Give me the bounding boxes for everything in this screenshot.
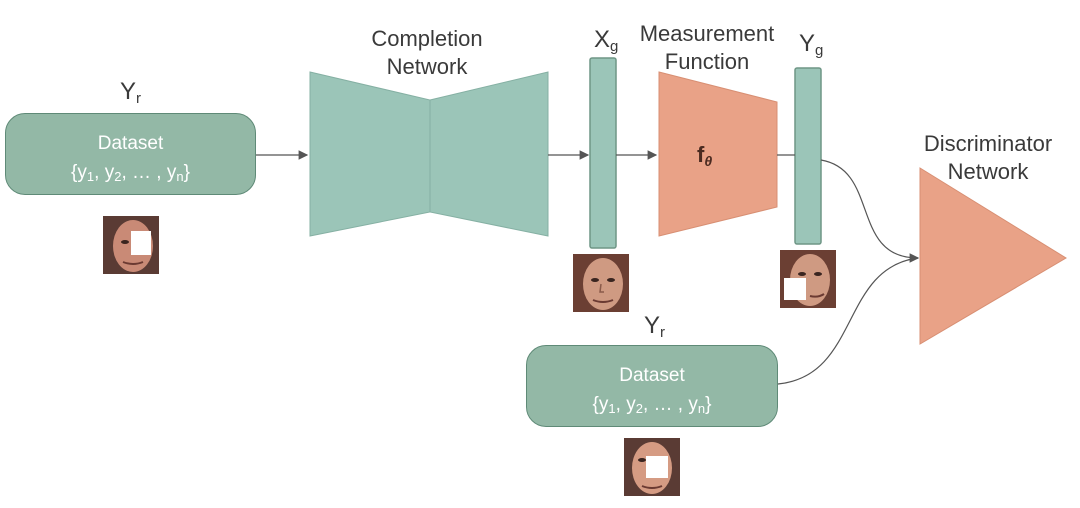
face-thumbnail-remeasured-icon xyxy=(780,250,836,308)
dataset-title: Dataset xyxy=(619,365,685,386)
xg-label: Xg xyxy=(594,26,619,55)
discriminator-network-label: Discriminator Network xyxy=(923,131,1053,184)
curve-real-to-discriminator xyxy=(777,257,919,385)
dataset-title: Dataset xyxy=(97,133,164,154)
yg-label: Yg xyxy=(799,30,824,59)
completion-network-shape-right xyxy=(429,71,549,237)
yr-label-bottom: Yr xyxy=(644,312,666,341)
yg-bar xyxy=(794,67,822,245)
dataset-set: {y1, y2, … , yn} xyxy=(71,162,190,184)
measurement-function-shape xyxy=(658,71,778,237)
discriminator-network-shape xyxy=(919,167,1067,345)
dataset-box-bottom: Dataset {y1, y2, … , yn} xyxy=(526,345,778,427)
xg-bar xyxy=(589,57,617,249)
dataset-set: {y1, y2, … , yn} xyxy=(592,394,712,416)
face-thumbnail-masked-icon xyxy=(103,216,159,274)
completion-network-shape xyxy=(309,71,431,237)
face-thumbnail-real-icon xyxy=(624,438,680,496)
yr-label-top: Yr xyxy=(120,78,142,107)
curve-yg-to-discriminator xyxy=(820,159,920,263)
completion-network-label: Completion Network xyxy=(371,26,483,79)
measurement-function-label: Measurement Function xyxy=(639,21,775,74)
face-thumbnail-completed-icon xyxy=(573,254,629,312)
dataset-box-top: Dataset {y1, y2, … , yn} xyxy=(5,113,256,195)
f-theta-label: fθ xyxy=(697,142,713,169)
